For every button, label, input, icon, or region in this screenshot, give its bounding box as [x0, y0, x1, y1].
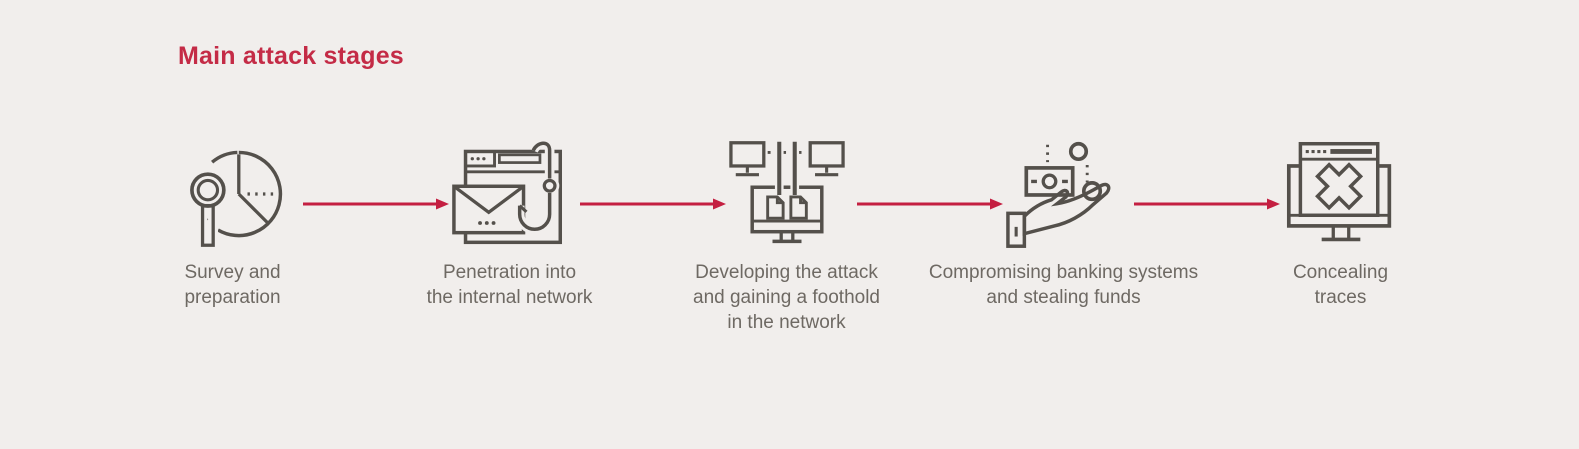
hand-money-icon [1005, 136, 1122, 252]
stage-label-penetration: Penetration into the internal network [426, 262, 593, 308]
stage-label-foothold: Developing the attack and gaining a foot… [693, 262, 880, 333]
stage-concealing: Concealing traces [1202, 136, 1479, 335]
stage-label-stealing: Compromising banking systems and stealin… [928, 262, 1199, 308]
monitor-x-icon [1283, 136, 1399, 252]
stage-survey: Survey and preparation [94, 136, 371, 335]
phishing-hook-email-icon [451, 136, 568, 252]
stage-penetration: Penetration into the internal network [371, 136, 648, 335]
page-title: Main attack stages [178, 42, 404, 70]
flow-arrow-icon [857, 198, 1003, 210]
flow-arrow-icon [303, 198, 449, 210]
stage-label-concealing: Concealing traces [1292, 262, 1389, 308]
attack-stages-row: Survey and preparation [94, 136, 1479, 335]
stage-stealing: Compromising banking systems and stealin… [925, 136, 1202, 335]
network-computers-documents-icon [728, 136, 845, 252]
stage-foothold: Developing the attack and gaining a foot… [648, 136, 925, 335]
flow-arrow-icon [580, 198, 726, 210]
flow-arrow-icon [1134, 198, 1280, 210]
stage-label-survey: Survey and preparation [184, 262, 281, 308]
magnifier-piechart-icon [175, 136, 291, 252]
